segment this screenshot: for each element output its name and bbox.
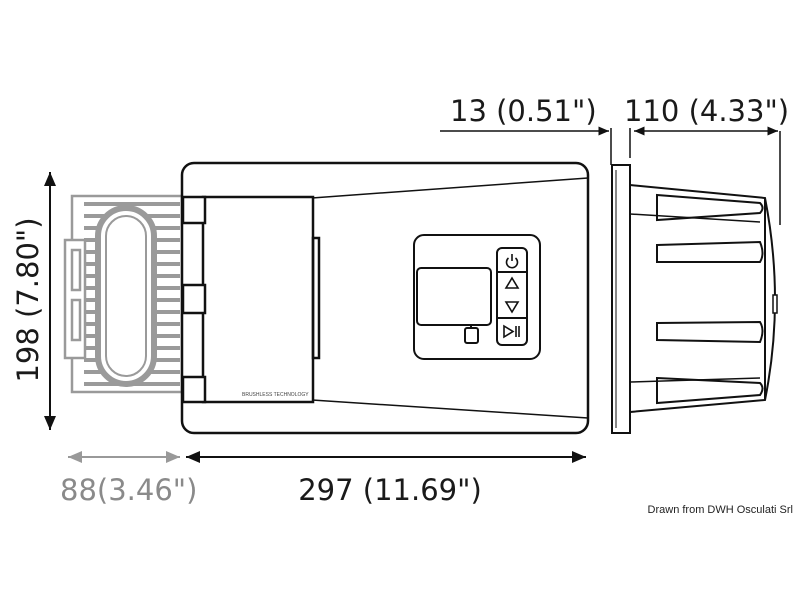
ventilation-grille xyxy=(63,194,184,394)
fridge-body-side xyxy=(180,161,590,435)
display-sensor xyxy=(464,327,479,344)
height-dimension-label: 198 (7.80") xyxy=(11,217,45,382)
play-pause-icon[interactable] xyxy=(503,324,520,339)
fridge-rear-view xyxy=(611,164,778,434)
lid-panel xyxy=(201,195,315,404)
rear-depth-dimension: 110 (4.33") xyxy=(624,94,789,225)
flange-thickness-dimension: 13 (0.51") xyxy=(440,94,631,165)
display-screen xyxy=(416,267,492,326)
rear-depth-label: 110 (4.33") xyxy=(624,94,789,128)
body-length-label: 297 (11.69") xyxy=(298,473,482,507)
grille-depth-label: 88(3.46") xyxy=(60,473,197,507)
up-triangle-icon[interactable] xyxy=(504,276,520,289)
hinge xyxy=(181,195,207,225)
hinge xyxy=(181,375,207,404)
credit-text: Drawn from DWH Osculati Srl xyxy=(648,504,793,516)
power-icon[interactable] xyxy=(505,254,519,269)
body-length-dimension: 297 (11.69") xyxy=(186,451,586,507)
flange-thickness-label: 13 (0.51") xyxy=(450,94,597,128)
down-triangle-icon[interactable] xyxy=(504,301,520,314)
latch xyxy=(181,283,207,315)
height-dimension: 198 (7.80") xyxy=(11,172,56,430)
control-panel xyxy=(413,234,541,360)
lid-label: BRUSHLESS TECHNOLOGY xyxy=(242,392,309,398)
grille-depth-dimension: 88(3.46") xyxy=(60,451,197,507)
